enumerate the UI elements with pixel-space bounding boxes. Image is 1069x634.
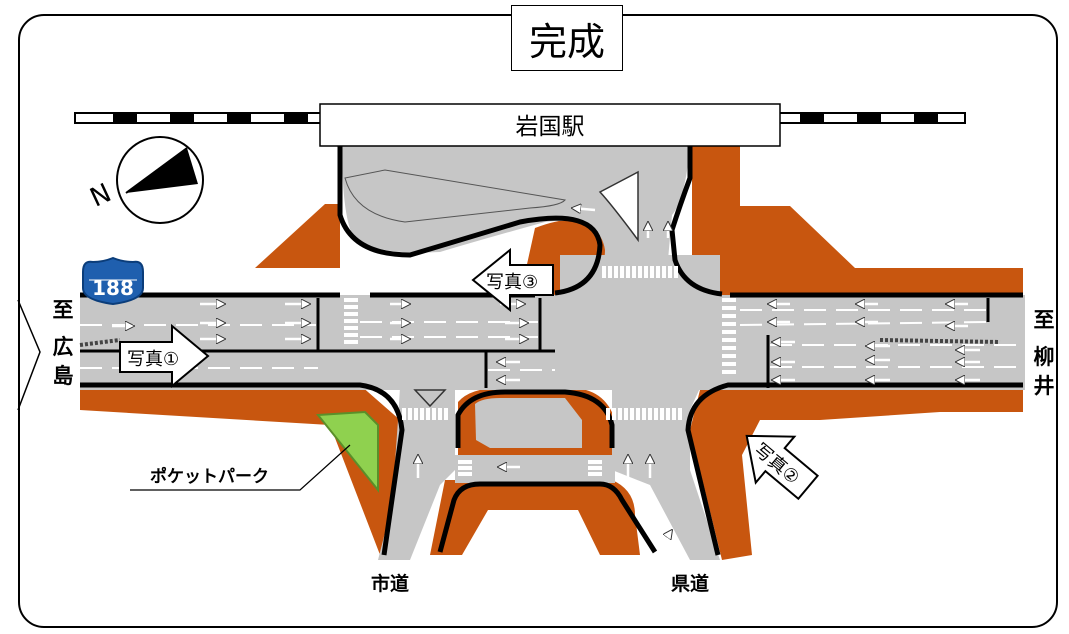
pocket-park-label: ポケットパーク xyxy=(150,466,269,487)
direction-char: 島 xyxy=(52,364,74,388)
left-continuation-mark xyxy=(17,299,41,411)
pocket-park-area xyxy=(316,410,379,493)
direction-yanai: 至 柳 井 xyxy=(1031,306,1057,401)
station-name: 岩国駅 xyxy=(516,114,585,140)
compass-letter: N xyxy=(86,178,116,213)
route-number: 188 xyxy=(92,276,134,300)
city-road-label: 市道 xyxy=(371,572,409,595)
compass-icon: N xyxy=(86,136,204,224)
photo-arrow-3: 写真③ xyxy=(471,247,554,313)
prefectural-road-label: 県道 xyxy=(671,572,709,595)
photo-label-3: 写真③ xyxy=(486,272,538,293)
title-box: 完成 xyxy=(511,5,623,71)
direction-char: 至 xyxy=(52,298,74,322)
photo-arrow-1: 写真① xyxy=(119,323,210,389)
direction-hiroshima: 至 広 島 xyxy=(50,296,76,391)
pocket-park-leader xyxy=(130,444,351,491)
route-188-shield-icon: 188 xyxy=(82,256,144,306)
diagram-title: 完成 xyxy=(528,19,605,64)
direction-char: 広 xyxy=(52,335,74,359)
station-building xyxy=(319,103,781,147)
photo-label-1: 写真① xyxy=(127,349,179,370)
direction-char: 柳 xyxy=(1033,345,1055,369)
direction-char: 至 xyxy=(1033,308,1055,332)
lane-arrows xyxy=(112,208,980,551)
crosswalks xyxy=(344,266,736,476)
direction-char: 井 xyxy=(1033,374,1055,398)
lane-lines xyxy=(80,298,990,388)
